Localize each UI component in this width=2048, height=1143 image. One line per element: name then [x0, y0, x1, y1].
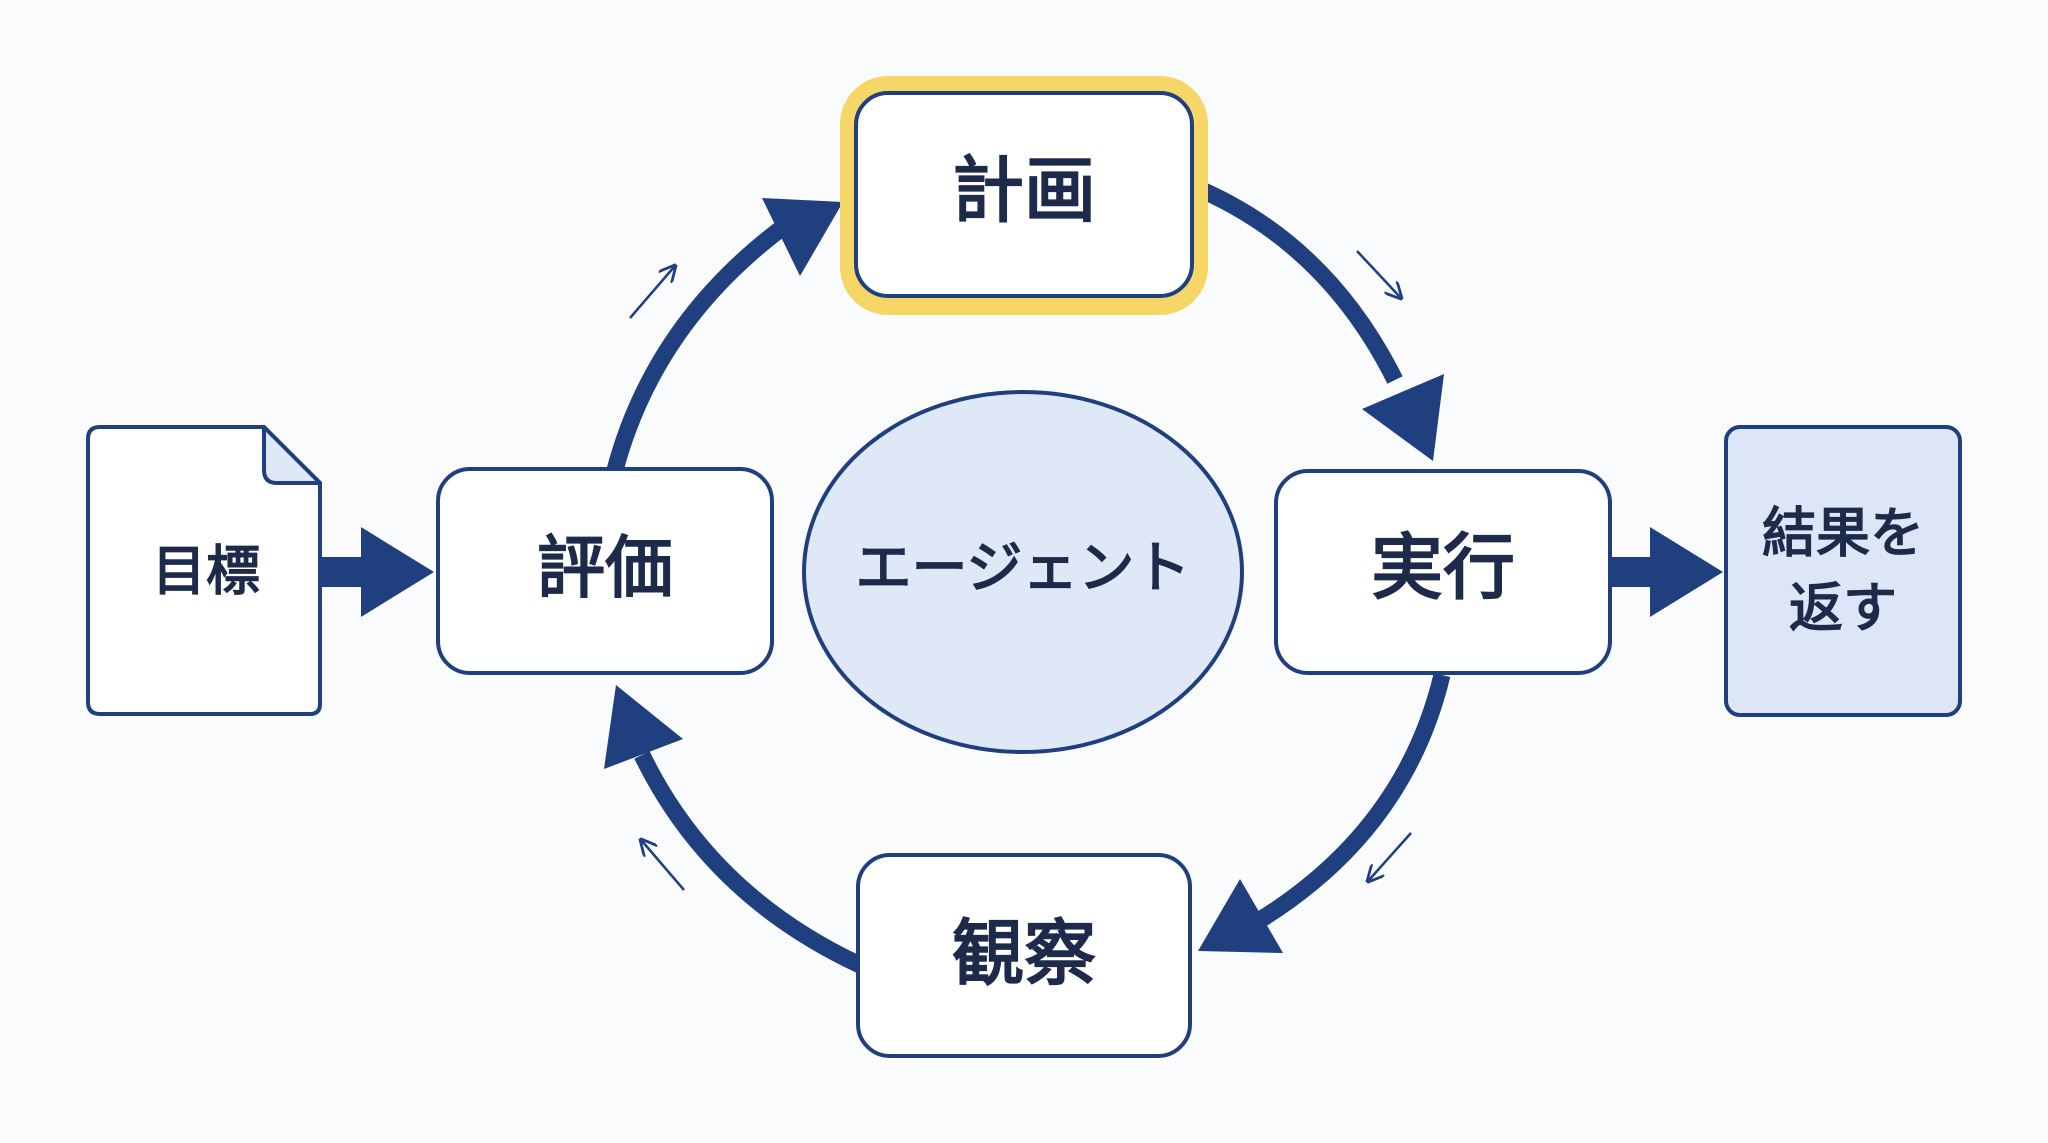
direction-hint-arrow [1356, 250, 1400, 297]
arrow-observe-to-evaluate [604, 685, 864, 973]
node-execute: 実行 [1274, 469, 1612, 675]
plan-label: 計画 [952, 149, 1096, 233]
direction-hint-arrow [629, 267, 674, 319]
result-label-line2: 返す [1789, 577, 1897, 640]
observe-label: 観察 [952, 912, 1096, 996]
evaluate-label: 評価 [537, 530, 673, 609]
arrow-goal-to-evaluate [318, 527, 434, 617]
node-evaluate: 評価 [436, 467, 774, 675]
node-plan: 計画 [840, 76, 1208, 315]
arrow-evaluate-to-plan [606, 198, 843, 473]
direction-hint-arrow [642, 841, 685, 891]
arrow-execute-to-observe [1198, 673, 1451, 953]
arrow-execute-to-result [1606, 527, 1723, 617]
node-result: 結果を 返す [1724, 425, 1962, 717]
node-agent: エージェント [802, 390, 1244, 754]
goal-label: 目標 [152, 540, 260, 603]
direction-hint-arrow [1369, 832, 1412, 880]
execute-label: 実行 [1371, 526, 1515, 610]
agent-label: エージェント [856, 536, 1191, 601]
document-icon [262, 425, 322, 485]
node-observe: 観察 [856, 853, 1192, 1058]
result-label-line1: 結果を [1762, 502, 1924, 565]
goal-document: 目標 [86, 425, 322, 716]
arrow-plan-to-execute [1186, 177, 1444, 461]
